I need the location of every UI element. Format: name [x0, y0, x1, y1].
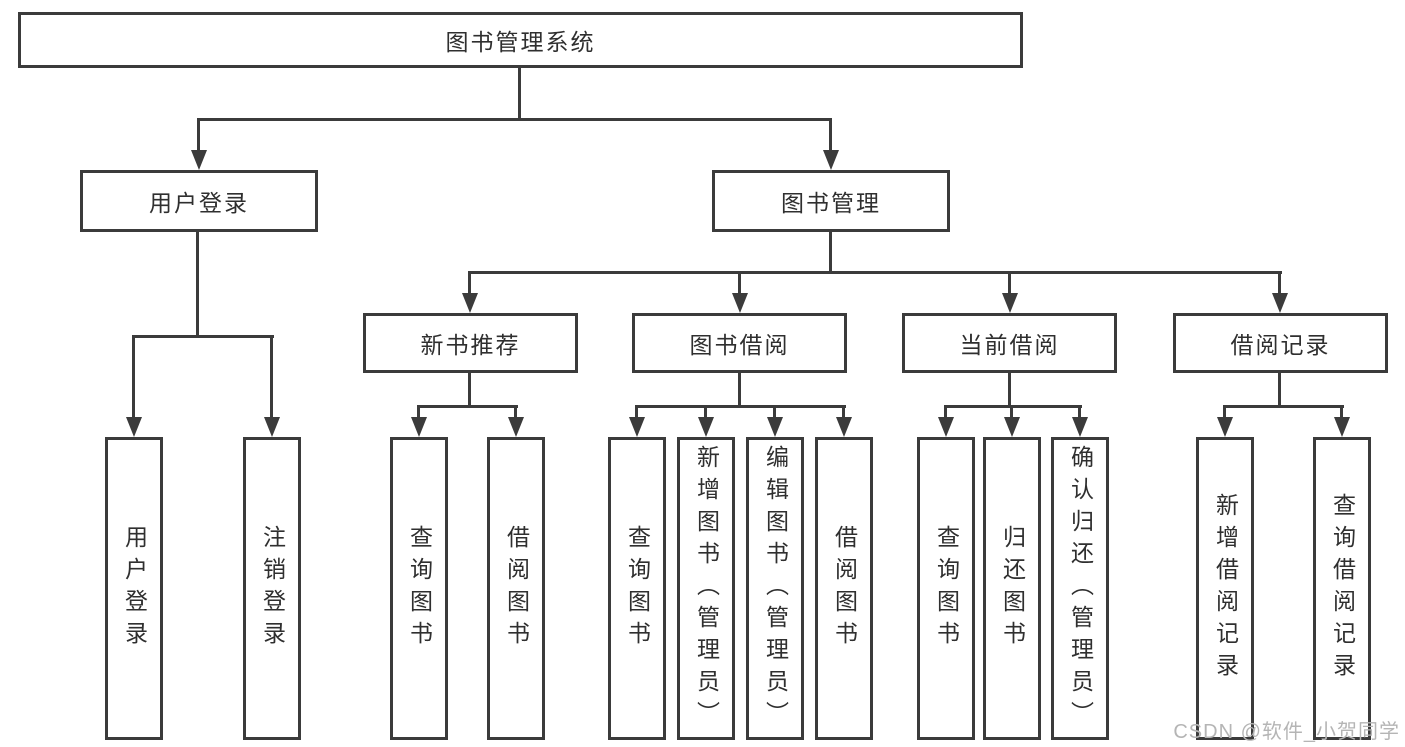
leaf-user-login-label: 用户登录 — [121, 524, 148, 653]
connector-line — [773, 405, 776, 419]
leaf-user-login: 用户登录 — [105, 437, 163, 740]
connector-line — [944, 405, 1082, 408]
arrowhead-down-icon — [938, 417, 954, 437]
arrowhead-down-icon — [1002, 293, 1018, 313]
connector-line — [1278, 271, 1281, 295]
connector-line — [704, 405, 707, 419]
connector-line — [635, 405, 638, 419]
connector-line — [1340, 405, 1343, 419]
connector-line — [1223, 405, 1226, 419]
leaf-borrow-books: 借阅图书 — [815, 437, 873, 740]
leaf-return-books: 归还图书 — [983, 437, 1041, 740]
connector-line — [829, 118, 832, 152]
node-new-book-recommendation-label: 新书推荐 — [420, 332, 521, 358]
leaf-edit-book-admin-label: 编辑图书（管理员） — [762, 444, 789, 733]
node-current-borrowing: 当前借阅 — [902, 313, 1117, 373]
connector-line — [738, 373, 741, 408]
arrowhead-down-icon — [264, 417, 280, 437]
leaf-add-book-admin-label: 新增图书（管理员） — [693, 444, 720, 733]
connector-line — [198, 118, 832, 121]
connector-line — [1078, 405, 1081, 419]
leaf-confirm-return-admin-label: 确认归还（管理员） — [1067, 444, 1094, 733]
arrowhead-down-icon — [1004, 417, 1020, 437]
leaf-add-book-admin: 新增图书（管理员） — [677, 437, 735, 740]
leaf-query-books-current-label: 查询图书 — [933, 524, 960, 653]
connector-line — [468, 271, 471, 295]
leaf-add-borrow-record-label: 新增借阅记录 — [1212, 492, 1239, 685]
node-current-borrowing-label: 当前借阅 — [959, 332, 1060, 358]
arrowhead-down-icon — [698, 417, 714, 437]
connector-line — [635, 405, 846, 408]
leaf-borrow-books-recommend-label: 借阅图书 — [503, 524, 530, 653]
leaf-query-books-recommend: 查询图书 — [390, 437, 448, 740]
connector-line — [738, 271, 741, 295]
leaf-query-borrow-record: 查询借阅记录 — [1313, 437, 1371, 740]
arrowhead-down-icon — [191, 150, 207, 170]
connector-line — [514, 405, 517, 419]
arrowhead-down-icon — [823, 150, 839, 170]
node-book-borrowing-label: 图书借阅 — [689, 332, 790, 358]
node-user-login-label: 用户登录 — [149, 190, 249, 216]
connector-line — [417, 405, 420, 419]
leaf-edit-book-admin: 编辑图书（管理员） — [746, 437, 804, 740]
root-box-library-system: 图书管理系统 — [18, 12, 1023, 68]
node-new-book-recommendation: 新书推荐 — [363, 313, 578, 373]
leaf-logout-label: 注销登录 — [259, 524, 286, 653]
connector-line — [468, 373, 471, 408]
arrowhead-down-icon — [411, 417, 427, 437]
node-book-management-label: 图书管理 — [781, 190, 881, 216]
arrowhead-down-icon — [767, 417, 783, 437]
arrowhead-down-icon — [508, 417, 524, 437]
connector-line — [196, 232, 199, 338]
node-borrowing-records: 借阅记录 — [1173, 313, 1388, 373]
connector-line — [1010, 405, 1013, 419]
leaf-query-books-borrow: 查询图书 — [608, 437, 666, 740]
leaf-query-books-borrow-label: 查询图书 — [624, 524, 651, 653]
arrowhead-down-icon — [836, 417, 852, 437]
connector-line — [468, 271, 1282, 274]
connector-line — [132, 335, 274, 338]
connector-line — [842, 405, 845, 419]
connector-line — [1223, 405, 1344, 408]
leaf-query-books-current: 查询图书 — [917, 437, 975, 740]
connector-line — [1008, 373, 1011, 408]
root-label: 图书管理系统 — [445, 29, 596, 55]
leaf-return-books-label: 归还图书 — [999, 524, 1026, 653]
node-book-borrowing: 图书借阅 — [632, 313, 847, 373]
connector-line — [1008, 271, 1011, 295]
arrowhead-down-icon — [1334, 417, 1350, 437]
arrowhead-down-icon — [1272, 293, 1288, 313]
leaf-borrow-books-label: 借阅图书 — [831, 524, 858, 653]
connector-line — [270, 335, 273, 419]
arrowhead-down-icon — [126, 417, 142, 437]
connector-line — [518, 68, 521, 121]
connector-line — [132, 335, 135, 419]
arrowhead-down-icon — [1217, 417, 1233, 437]
leaf-query-books-recommend-label: 查询图书 — [406, 524, 433, 653]
leaf-logout: 注销登录 — [243, 437, 301, 740]
connector-line — [829, 232, 832, 274]
connector-line — [197, 118, 200, 152]
connector-line — [1278, 373, 1281, 408]
connector-line — [944, 405, 947, 419]
arrowhead-down-icon — [1072, 417, 1088, 437]
arrowhead-down-icon — [629, 417, 645, 437]
arrowhead-down-icon — [462, 293, 478, 313]
leaf-borrow-books-recommend: 借阅图书 — [487, 437, 545, 740]
arrowhead-down-icon — [732, 293, 748, 313]
connector-line — [417, 405, 518, 408]
leaf-query-borrow-record-label: 查询借阅记录 — [1329, 492, 1356, 685]
leaf-add-borrow-record: 新增借阅记录 — [1196, 437, 1254, 740]
leaf-confirm-return-admin: 确认归还（管理员） — [1051, 437, 1109, 740]
node-user-login: 用户登录 — [80, 170, 318, 232]
node-book-management: 图书管理 — [712, 170, 950, 232]
node-borrowing-records-label: 借阅记录 — [1230, 332, 1331, 358]
